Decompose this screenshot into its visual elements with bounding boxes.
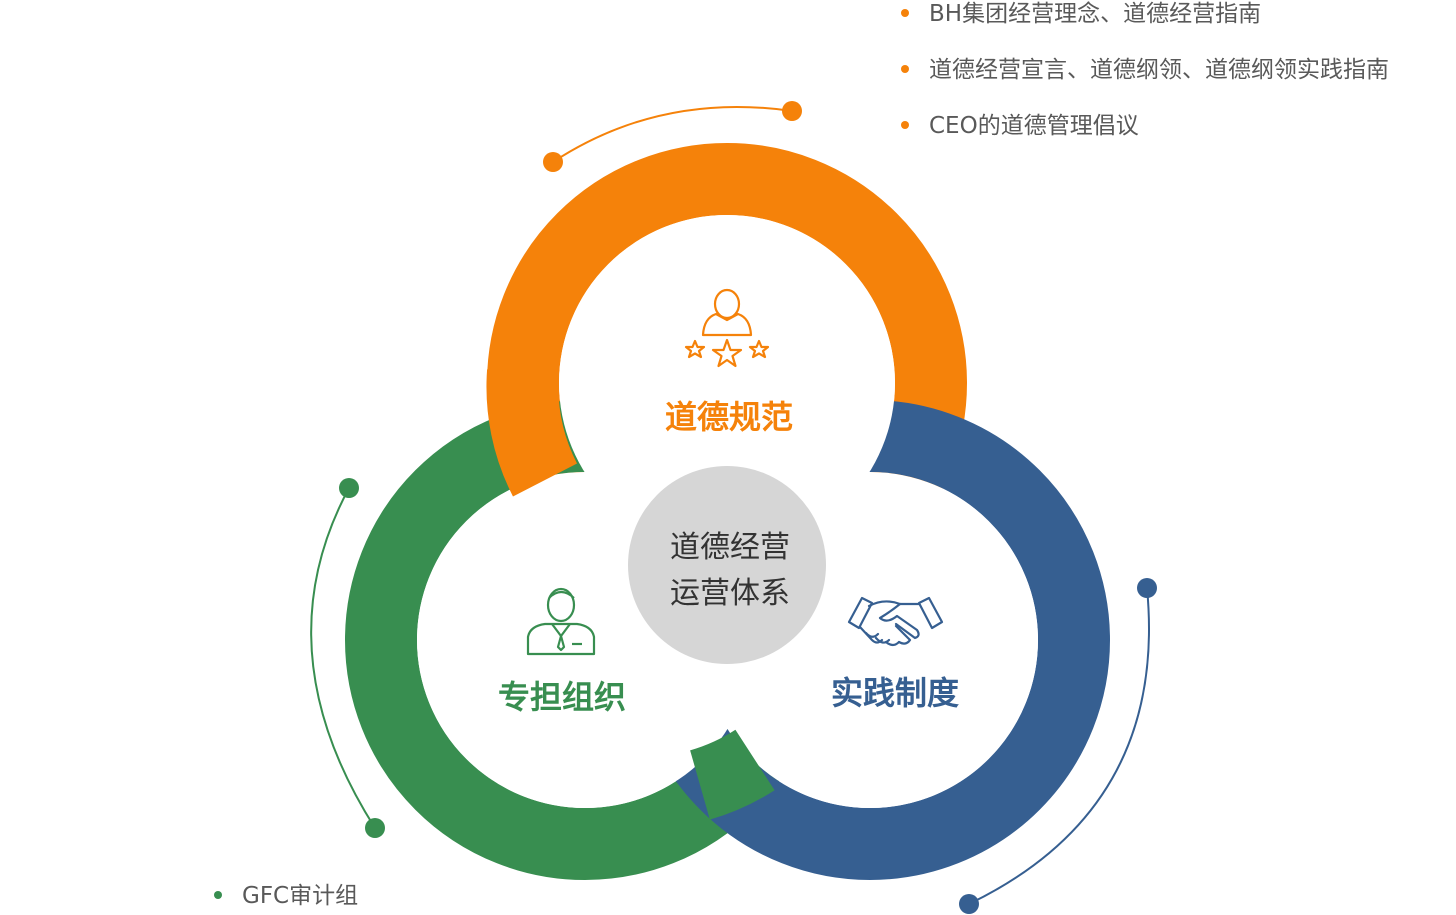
connector-dot-orange-end (782, 101, 802, 121)
connector-arc-orange (552, 106, 793, 163)
list-item: BH集团经营理念、道德经营指南 (901, 0, 1389, 28)
ring-right-label: 实践制度 (831, 674, 959, 712)
list-item-text: GFC审计组 (242, 883, 359, 909)
connector-arc-green (310, 487, 376, 829)
overlap-orange-over-green (486, 369, 578, 497)
connector-dot-green-start (339, 478, 359, 498)
orange-bullet-list: BH集团经营理念、道德经营指南 道德经营宣言、道德纲领、道德纲领实践指南 CEO… (901, 0, 1389, 168)
overlap-green-over-blue (689, 729, 775, 820)
bullet-dot (214, 891, 222, 899)
connector-dot-blue-start (1137, 578, 1157, 598)
center-circle (628, 466, 826, 664)
bullet-dot (901, 65, 909, 73)
bullet-dot (901, 9, 909, 17)
connector-arc-blue (968, 587, 1151, 905)
connector-dot-orange-start (543, 152, 563, 172)
connector-dot-blue-end (959, 894, 979, 914)
person-stars-icon (684, 288, 770, 368)
businessman-icon (526, 587, 596, 656)
center-title-line1: 道德经营 (670, 530, 790, 565)
list-item-text: BH集团经营理念、道德经营指南 (929, 1, 1262, 27)
list-item: 道德经营宣言、道德纲领、道德纲领实践指南 (901, 56, 1389, 84)
ring-left-label: 专担组织 (498, 678, 626, 716)
center-title-line2: 运营体系 (670, 576, 790, 611)
list-item-text: CEO的道德管理倡议 (929, 113, 1139, 139)
green-bullet-list: GFC审计组 (214, 882, 358, 910)
list-item: CEO的道德管理倡议 (901, 112, 1389, 140)
ring-top-label: 道德规范 (665, 398, 793, 436)
bullet-dot (901, 121, 909, 129)
list-item-text: 道德经营宣言、道德纲领、道德纲领实践指南 (929, 57, 1389, 83)
inner-fill-top (559, 215, 895, 551)
handshake-icon (847, 596, 944, 647)
list-item: GFC审计组 (214, 882, 358, 910)
connector-dot-green-end (365, 818, 385, 838)
